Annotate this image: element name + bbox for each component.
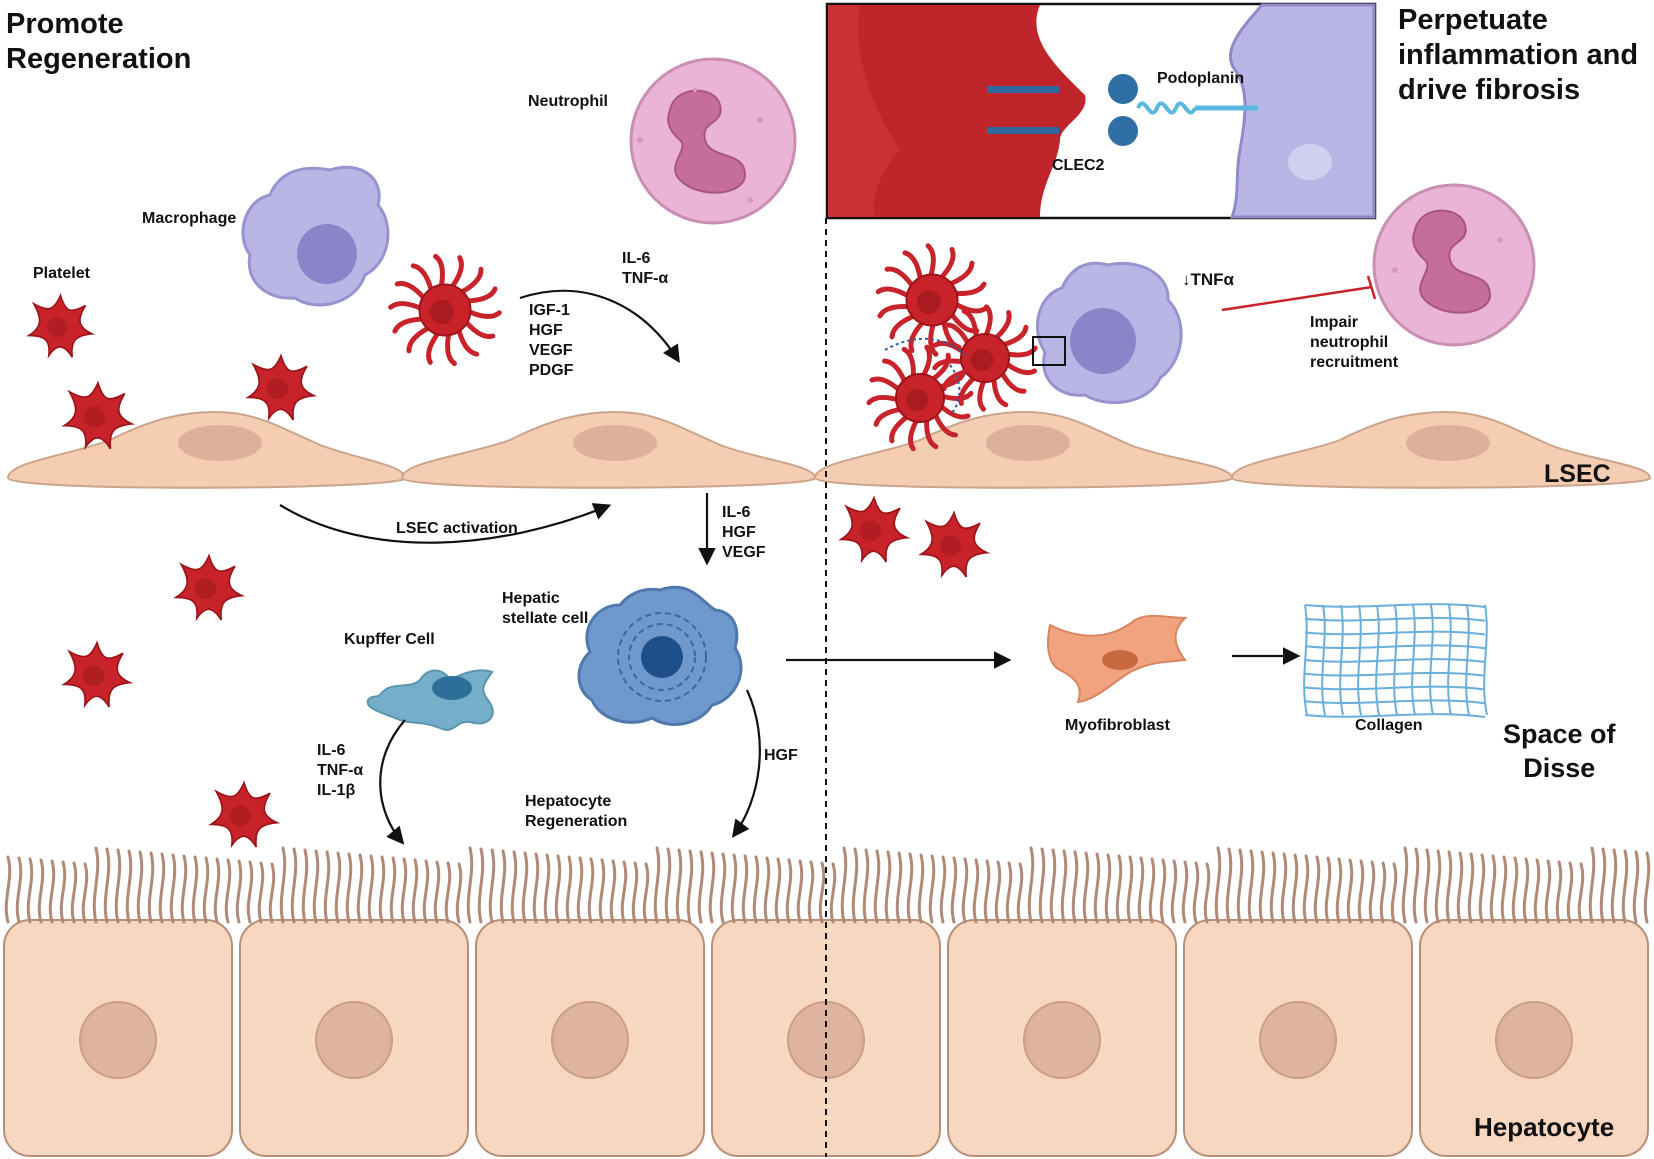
lsec-region-label: LSEC — [1544, 460, 1611, 488]
platelet-4 — [175, 554, 243, 621]
hepatocyte-nucleus — [79, 1001, 157, 1079]
lsec-nucleus-4 — [1406, 425, 1490, 461]
collagen-mesh — [1303, 603, 1488, 718]
activated-platelets — [388, 243, 1038, 452]
hepatocyte-nucleus — [315, 1001, 393, 1079]
arrow-stellate-hgf — [731, 689, 761, 838]
platelet-label: Platelet — [33, 265, 90, 282]
inset-panel — [825, 2, 1377, 220]
tethers — [884, 337, 966, 416]
neutrophil-left — [629, 57, 797, 225]
hepatic-stellate-cell — [577, 585, 743, 726]
activated-platelet — [388, 253, 502, 367]
tnfa-down-label: ↓TNFα — [1182, 270, 1234, 289]
myofibroblast — [1047, 614, 1188, 704]
hgf-label: HGF — [764, 747, 798, 764]
hepatocyte-nucleus — [551, 1001, 629, 1079]
arrow-macrophage-to-lsec — [519, 289, 680, 363]
activated-platelet — [932, 304, 1038, 412]
myofibroblast-label: Myofibroblast — [1065, 717, 1170, 734]
collagen-label: Collagen — [1355, 717, 1423, 734]
neutrophil-label: Neutrophil — [528, 93, 608, 110]
neutrophil-right — [1372, 183, 1536, 347]
platelet-6 — [210, 781, 278, 848]
lsec-nucleus-3 — [986, 425, 1070, 461]
arrow-lsec-activation — [279, 503, 612, 544]
kupffer-cell — [366, 669, 494, 731]
macrophage-right — [1036, 261, 1183, 404]
hepatocyte-nucleus — [1495, 1001, 1573, 1079]
inhibition-arrow — [1221, 275, 1377, 312]
inset-focus-box — [1032, 336, 1066, 366]
macrophage-label: Macrophage — [142, 210, 237, 227]
platelet-3 — [247, 354, 315, 421]
platelet-8 — [920, 511, 988, 578]
platelets — [28, 294, 988, 848]
hepatocyte-nucleus — [1259, 1001, 1337, 1079]
platelet-7 — [840, 496, 908, 563]
lsec-nucleus-1 — [178, 425, 262, 461]
lsec-layer — [6, 410, 1652, 489]
macrophage-left — [241, 165, 390, 307]
hepatocyte-nucleus — [1023, 1001, 1101, 1079]
activated-platelet — [866, 344, 974, 452]
platelet-1 — [28, 294, 93, 358]
kupffer-label: Kupffer Cell — [344, 631, 435, 648]
hepatocyte-region-label: Hepatocyte — [1474, 1112, 1615, 1142]
microvilli — [4, 846, 1651, 924]
activated-platelet — [875, 243, 989, 357]
clec2-label: CLEC2 — [1052, 157, 1105, 174]
podoplanin-label: Podoplanin — [1157, 70, 1245, 87]
platelet-5 — [63, 641, 131, 708]
lsec-nucleus-2 — [573, 425, 657, 461]
lsec-activation-label: LSEC activation — [396, 520, 518, 537]
arrow-kupffer-to-hepatocyte — [379, 719, 406, 845]
